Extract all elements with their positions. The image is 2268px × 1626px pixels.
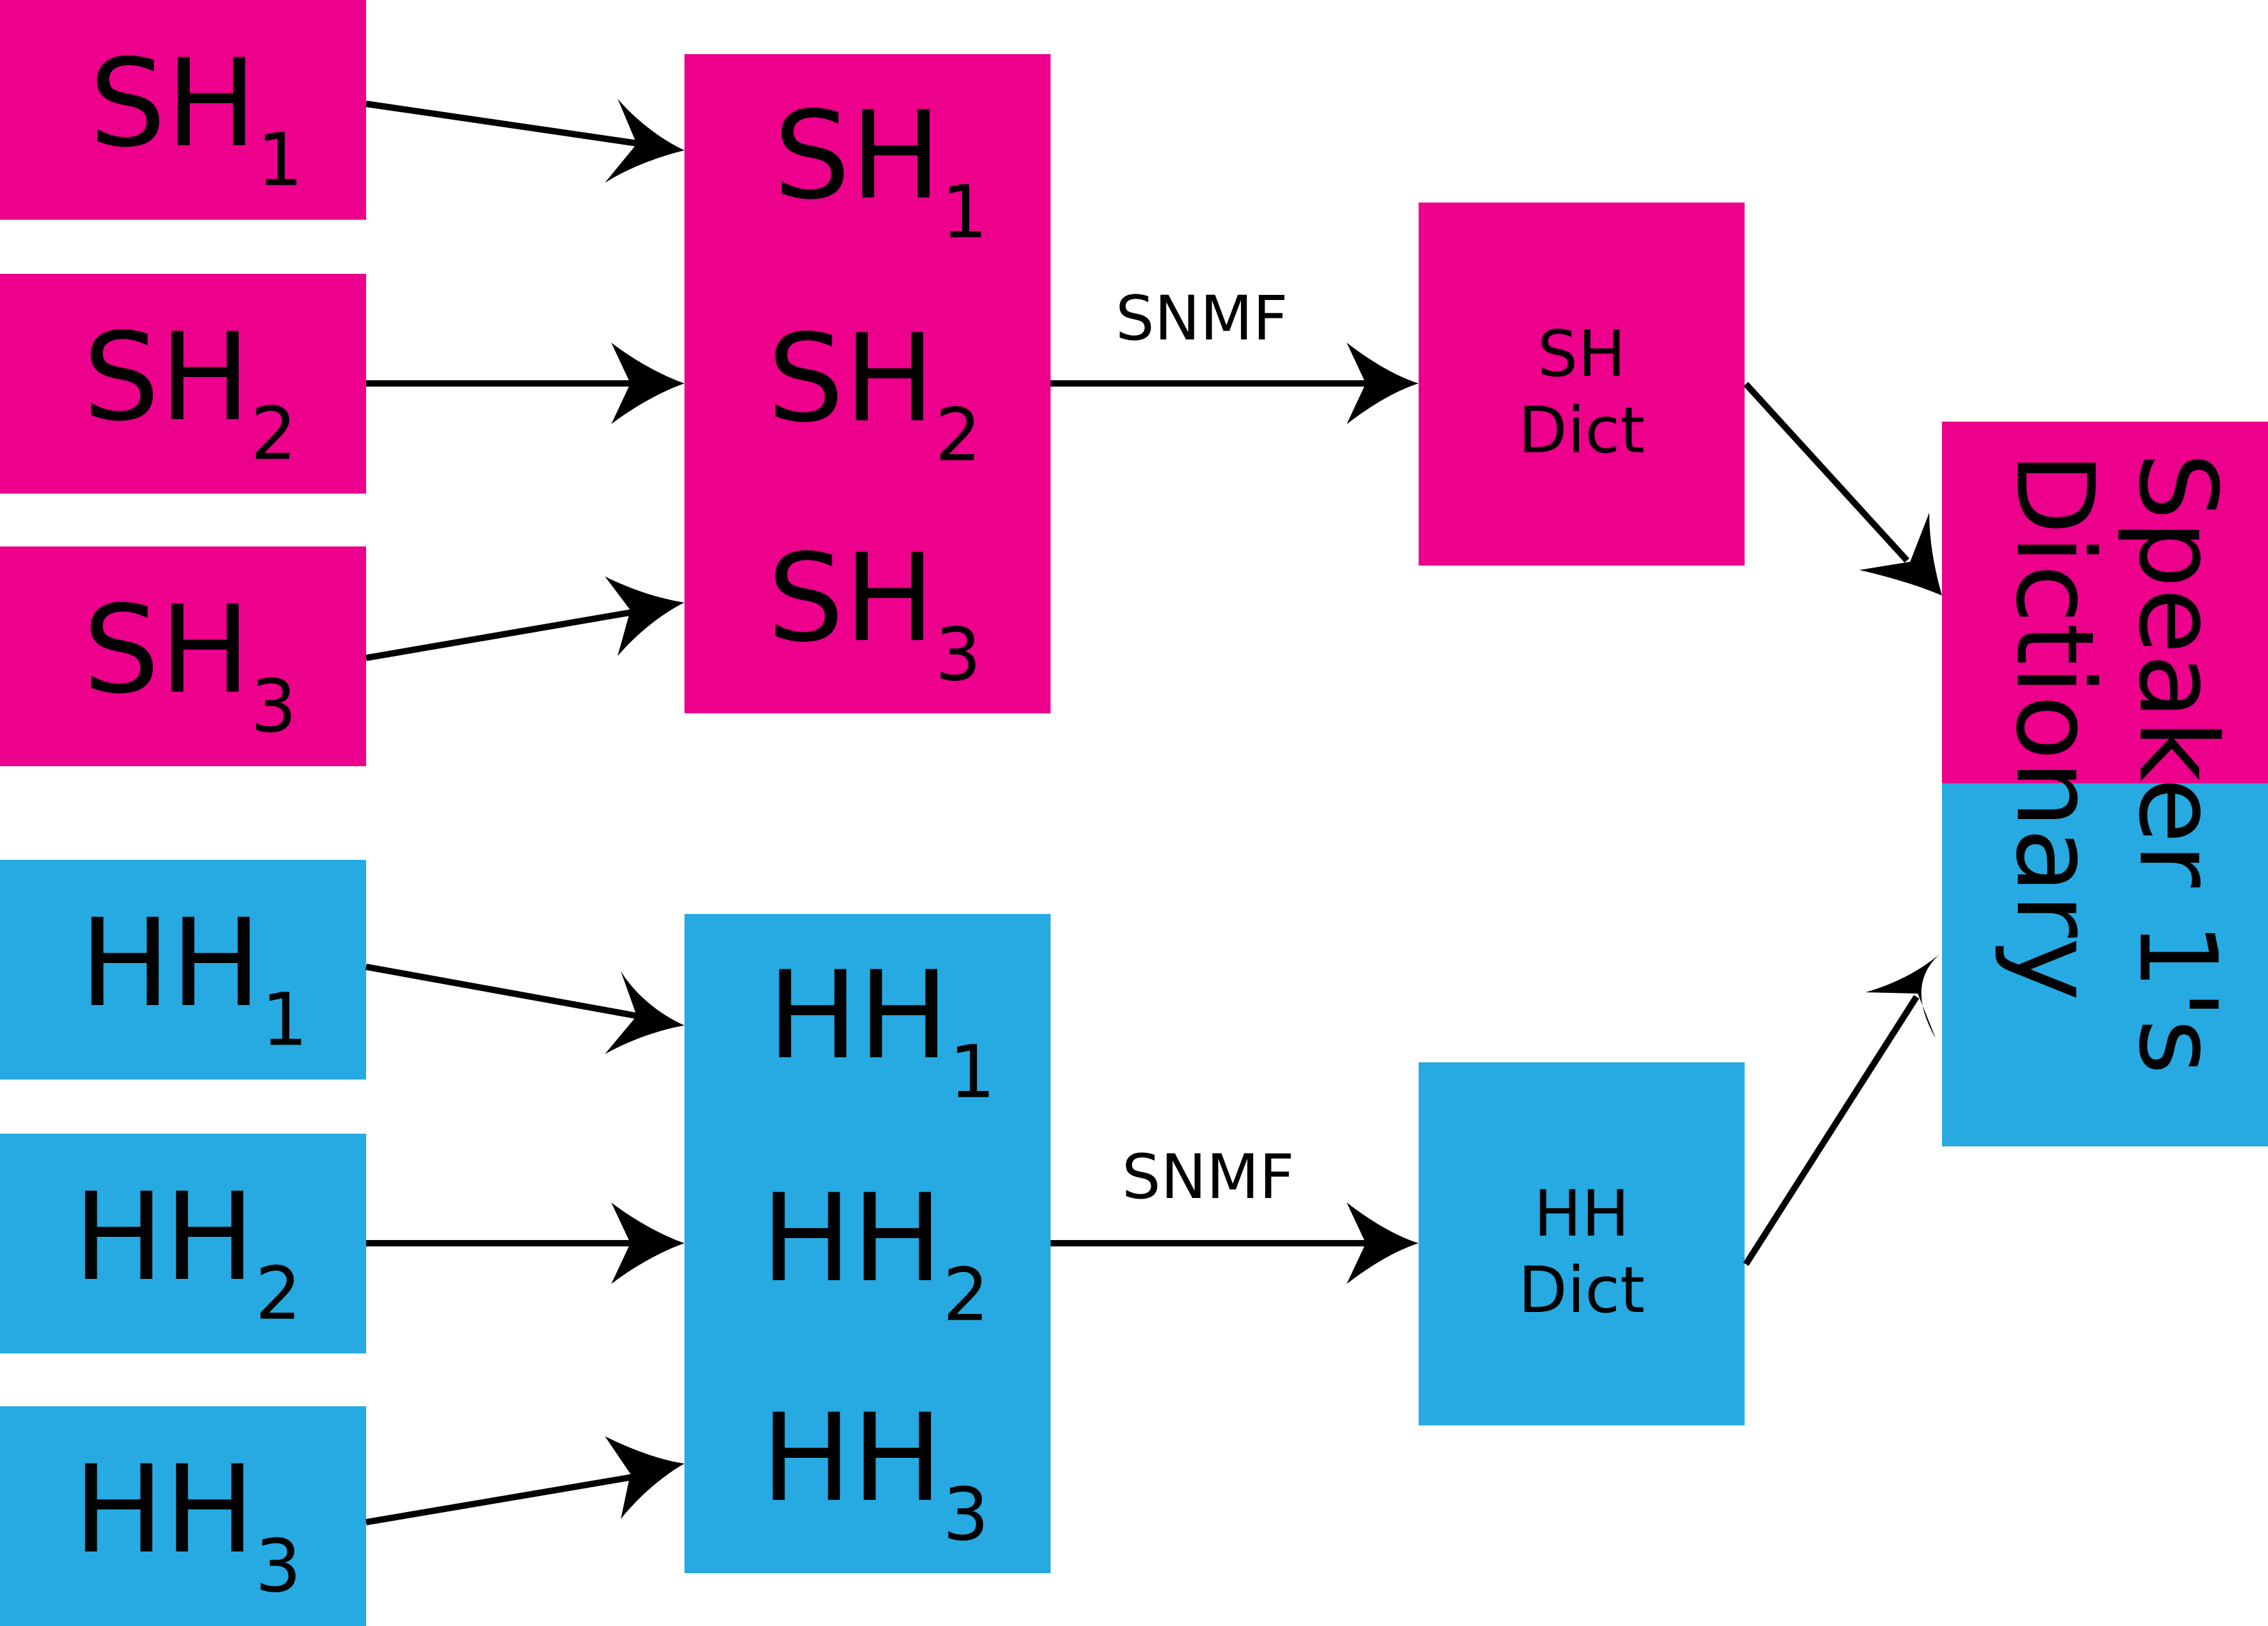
hh-stack-3-sub: 3	[942, 1472, 989, 1557]
sh-stack-2-base: SH	[767, 308, 935, 449]
arrowhead-sh-snmf	[1347, 343, 1419, 424]
sh-input-3: SH3	[0, 546, 366, 766]
hh-input-2-sub: 2	[255, 1251, 302, 1336]
arrowhead-sh2	[611, 343, 684, 424]
arrow-hhdict-out	[1743, 995, 1920, 1266]
sh-stack-3-base: SH	[767, 528, 935, 669]
hh-dict-box: HH Dict	[1419, 1062, 1745, 1425]
sh-input-2-base: SH	[83, 307, 251, 448]
sh-stack-2-sub: 2	[935, 392, 982, 478]
arrowhead-shdict-out	[1859, 513, 1942, 595]
hh-stack-2-sub: 2	[942, 1252, 989, 1337]
arrowhead-sh1	[605, 99, 684, 183]
sh-dict-line1: SH	[1537, 317, 1626, 391]
hh-input-1-sub: 1	[261, 977, 308, 1062]
arrowhead-hhdict-out	[1866, 952, 1942, 1038]
hh-input-3-base: HH	[73, 1439, 255, 1580]
hh-stack-1-base: HH	[767, 945, 949, 1086]
arrow-sh1	[365, 101, 637, 146]
sh-input-1-base: SH	[89, 33, 257, 174]
arrow-hh3	[365, 1473, 637, 1525]
sh-input-2: SH2	[0, 274, 366, 494]
hh-input-1: HH1	[0, 860, 366, 1080]
hh-stack-3-base: HH	[761, 1388, 943, 1529]
hh-input-2-base: HH	[73, 1167, 255, 1308]
sh-input-3-sub: 3	[250, 664, 297, 749]
sh-stack-1-base: SH	[774, 85, 942, 226]
hh-input-1-base: HH	[80, 893, 262, 1034]
arrowhead-hh-snmf	[1347, 1202, 1419, 1284]
arrowhead-hh3	[605, 1436, 684, 1519]
hh-dict-line2: Dict	[1518, 1253, 1645, 1327]
sh-input-1: SH1	[0, 0, 366, 220]
arrow-shdict-out	[1743, 382, 1910, 563]
sh-stack-3-sub: 3	[935, 612, 982, 697]
sh-input-3-base: SH	[83, 580, 251, 720]
output-box-bottom	[1942, 783, 2268, 1146]
hh-dict-line1: HH	[1533, 1176, 1630, 1251]
hh-stack: HH1 HH2 HH3	[684, 914, 1051, 1573]
arrow-sh3	[365, 608, 637, 661]
sh-dict-box: SH Dict	[1419, 203, 1745, 566]
sh-input-2-sub: 2	[250, 391, 297, 476]
hh-input-2: HH2	[0, 1134, 366, 1353]
arrowhead-sh3	[605, 576, 684, 656]
hh-snmf-label: SNMF	[1122, 1141, 1294, 1213]
arrowhead-hh2	[611, 1202, 684, 1284]
hh-stack-2-base: HH	[761, 1168, 943, 1309]
hh-input-3: HH3	[0, 1406, 366, 1626]
hh-stack-1-sub: 1	[949, 1029, 996, 1115]
output-box-top	[1942, 422, 2268, 783]
sh-input-1-sub: 1	[257, 117, 304, 203]
sh-dict-line2: Dict	[1518, 393, 1645, 467]
arrow-hh1	[365, 964, 637, 1019]
hh-input-3-sub: 3	[255, 1523, 302, 1609]
sh-stack-1-sub: 1	[941, 169, 988, 255]
sh-snmf-label: SNMF	[1116, 283, 1288, 354]
arrowhead-hh1	[605, 971, 684, 1054]
sh-stack: SH1 SH2 SH3	[684, 54, 1051, 713]
